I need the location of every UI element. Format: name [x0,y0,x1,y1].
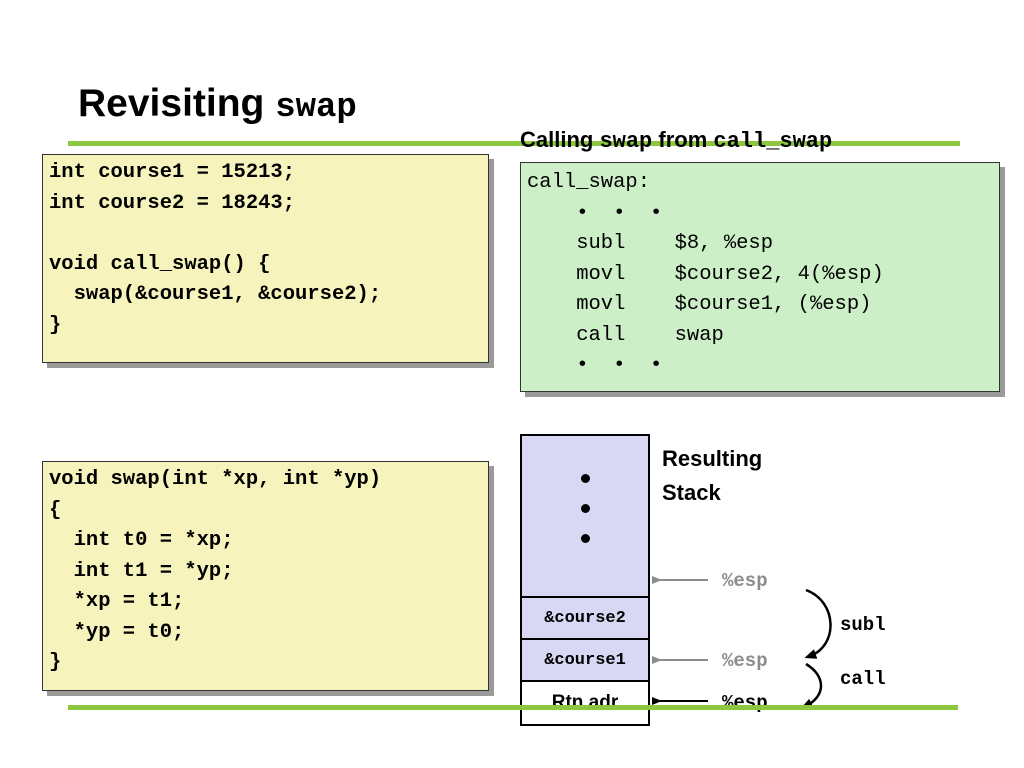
stack-dot [580,534,590,543]
esp-label-mid: %esp [722,650,768,672]
call-curve-arrow [800,662,823,709]
stack-dot [580,504,590,513]
title-text: Revisiting [78,82,276,125]
asm-code: call_swap: • • • subl $8, %esp movl $cou… [527,171,884,377]
slide-title: Revisiting swap [78,82,357,127]
stack-dot [580,474,590,483]
esp-label-current: %esp [722,692,768,714]
globals-code: int course1 = 15213; int course2 = 18243… [49,161,382,337]
asm-heading-text: Calling [520,127,600,152]
globals-code-box: int course1 = 15213; int course2 = 18243… [42,154,489,363]
swap-code: void swap(int *xp, int *yp) { int t0 = *… [49,468,382,674]
asm-heading: Calling swap from call_swap [520,127,832,154]
stack-caption-line2: Stack [662,480,721,505]
top-divider [68,139,960,153]
stack-caption-line1: Resulting [662,446,763,471]
subl-curve-arrow [804,588,832,659]
asm-heading-code: swap [599,129,653,154]
bottom-divider [68,705,958,710]
asm-code-box: call_swap: • • • subl $8, %esp movl $cou… [520,162,1000,392]
stack-caption: Resulting Stack [662,442,762,510]
stack-cell-course2: &course2 [520,596,650,640]
call-op-label: call [840,668,886,690]
asm-heading-code2: call_swap [713,129,833,154]
swap-code-box: void swap(int *xp, int *yp) { int t0 = *… [42,461,489,691]
asm-heading-text2: from [652,127,714,152]
subl-op-label: subl [840,614,886,636]
title-code: swap [275,89,357,127]
esp-label-old: %esp [722,570,768,592]
